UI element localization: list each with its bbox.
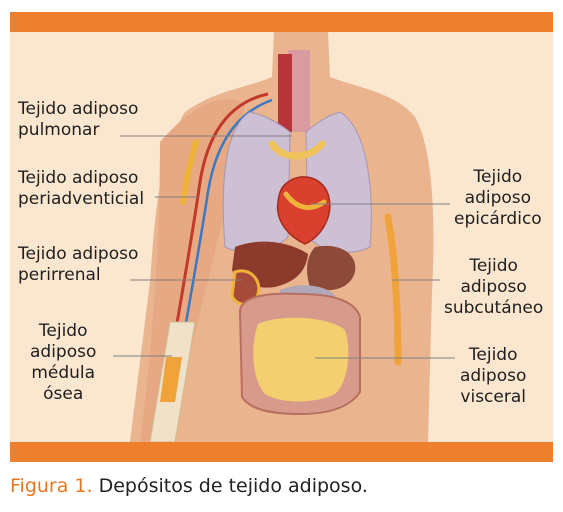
caption-text: Depósitos de tejido adiposo. <box>93 475 368 497</box>
visceral-fat <box>253 318 348 402</box>
figure-label: Figura 1 <box>10 475 87 497</box>
bottom-accent-bar <box>10 442 553 462</box>
figure-caption: Figura 1. Depósitos de tejido adiposo. <box>10 475 368 497</box>
top-accent-bar <box>10 12 553 32</box>
left-lung <box>223 112 290 252</box>
aorta <box>278 54 292 132</box>
